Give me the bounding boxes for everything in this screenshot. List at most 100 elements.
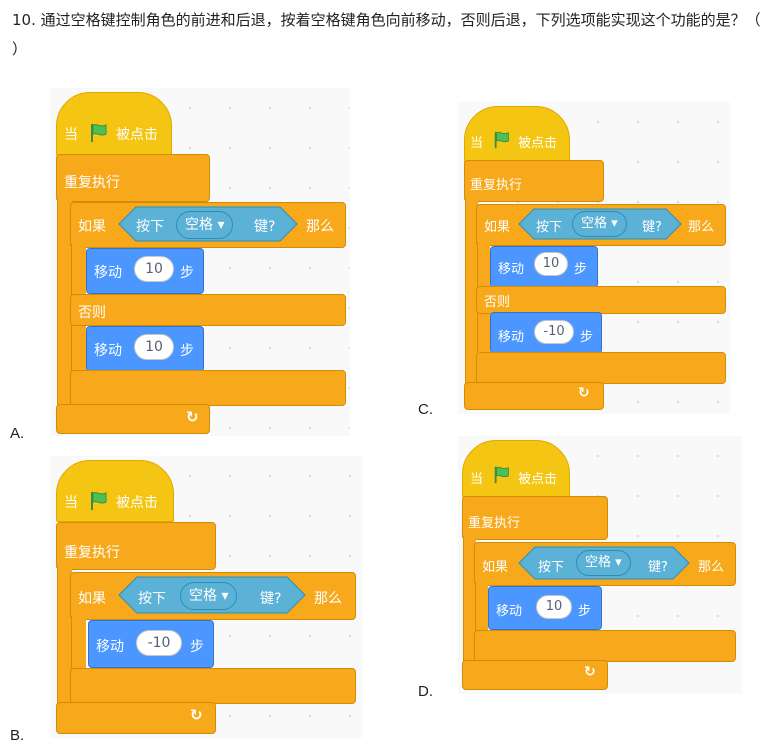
forever-block [462,496,608,540]
forever-label: 重复执行 [64,545,120,561]
green-flag-icon [494,466,509,484]
when-label: 当 [64,127,78,143]
option-a-label: A. [10,425,25,442]
forever-end [56,702,216,734]
forever-arm [57,198,72,414]
when-label: 当 [470,136,484,151]
key-suffix: 键? [260,591,282,607]
if-label: 如果 [482,560,509,575]
if-arm [475,582,488,632]
key-suffix: 键? [648,560,668,575]
forever-label: 重复执行 [64,175,120,191]
when-flag-clicked-block [56,460,174,522]
if-label: 如果 [484,220,511,235]
steps-label: 步 [180,265,194,281]
when-flag-clicked-block [56,92,172,156]
if-end [70,668,356,704]
key-pressed-prefix: 按下 [138,591,166,607]
key-dropdown[interactable]: 空格 ▾ [180,582,238,610]
steps-input-else[interactable]: 10 [134,334,174,360]
clicked-label: 被点击 [116,495,158,511]
move-label-else: 移动 [498,330,525,345]
forever-arm [463,536,476,666]
option-d-label: D. [418,683,433,700]
forever-label: 重复执行 [470,178,523,193]
key-value: 空格 [189,588,217,604]
else-label: 否则 [484,295,511,310]
if-arm [71,616,86,670]
steps-input-else[interactable]: -10 [534,320,574,344]
move-label: 移动 [498,262,525,277]
move-label: 移动 [94,265,122,281]
clicked-label: 被点击 [116,127,158,143]
option-b-label: B. [10,727,25,744]
steps-input[interactable]: 10 [536,595,572,619]
steps-input[interactable]: 10 [134,256,174,282]
key-value: 空格 [585,555,612,570]
steps-label: 步 [574,262,588,277]
if-else-end [476,352,726,384]
green-flag-icon [494,131,509,149]
key-dropdown[interactable]: 空格 ▾ [572,211,627,237]
forever-block [56,522,216,570]
option-b-script-image: 当 被点击 重复执行 如果 按下 空格 ▾ 键? 那么 移动 -10 步 ↻ [50,456,362,738]
then-label: 那么 [698,560,725,575]
move-label: 移动 [96,639,124,655]
question-body: 通过空格键控制角色的前进和后退，按着空格键角色向前移动，否则后退，下列选项能实现… [12,11,761,58]
if-else-end [70,370,346,406]
repeat-arrow-icon: ↻ [578,385,590,401]
then-label: 那么 [306,219,334,235]
else-bar [70,294,346,326]
if-end [474,630,736,662]
move-label-else: 移动 [94,343,122,359]
option-c-label: C. [418,401,433,418]
else-label: 否则 [78,305,106,321]
forever-arm [57,566,72,716]
key-dropdown[interactable]: 空格 ▾ [576,550,631,576]
when-label: 当 [64,495,78,511]
key-dropdown[interactable]: 空格 ▾ [176,211,234,239]
when-flag-clicked-block [464,106,570,164]
repeat-arrow-icon: ↻ [584,664,596,680]
key-value: 空格 [581,216,608,231]
if-label: 如果 [78,219,106,235]
then-label: 那么 [314,591,342,607]
option-a-script-image: 当 被点击 重复执行 如果 按下 空格 ▾ 键? 那么 移动 10 步 否则 移… [50,88,350,436]
when-flag-clicked-block [462,440,570,498]
dropdown-arrow-icon: ▾ [615,555,622,570]
key-pressed-prefix: 按下 [136,219,164,235]
steps-label-else: 步 [180,343,194,359]
steps-label: 步 [190,639,204,655]
then-label: 那么 [688,220,715,235]
forever-arm [465,198,478,390]
key-suffix: 键? [642,220,662,235]
move-label: 移动 [496,604,523,619]
clicked-label: 被点击 [518,472,558,487]
dropdown-arrow-icon: ▾ [611,216,618,231]
key-value: 空格 [185,217,213,233]
steps-input[interactable]: 10 [534,252,568,276]
dropdown-arrow-icon: ▾ [221,588,229,604]
steps-label-else: 步 [580,330,594,345]
green-flag-icon [91,124,107,142]
else-bar [476,286,726,314]
when-label: 当 [470,472,484,487]
green-flag-icon [91,492,107,510]
question-number: 10. [12,11,36,29]
forever-label: 重复执行 [468,516,521,531]
key-pressed-prefix: 按下 [538,560,565,575]
forever-block [56,154,210,202]
repeat-arrow-icon: ↻ [190,706,203,724]
steps-label: 步 [578,604,592,619]
steps-input[interactable]: -10 [136,630,182,656]
option-c-script-image: 当 被点击 重复执行 如果 按下 空格 ▾ 键? 那么 移动 10 步 否则 移… [458,102,730,414]
clicked-label: 被点击 [518,136,558,151]
dropdown-arrow-icon: ▾ [217,217,225,233]
key-suffix: 键? [254,219,276,235]
forever-block [464,160,604,202]
forever-end [464,382,604,410]
if-label: 如果 [78,591,106,607]
question-text: 10. 通过空格键控制角色的前进和后退，按着空格键角色向前移动，否则后退，下列选… [12,6,762,64]
forever-end [462,660,608,690]
repeat-arrow-icon: ↻ [186,408,199,426]
